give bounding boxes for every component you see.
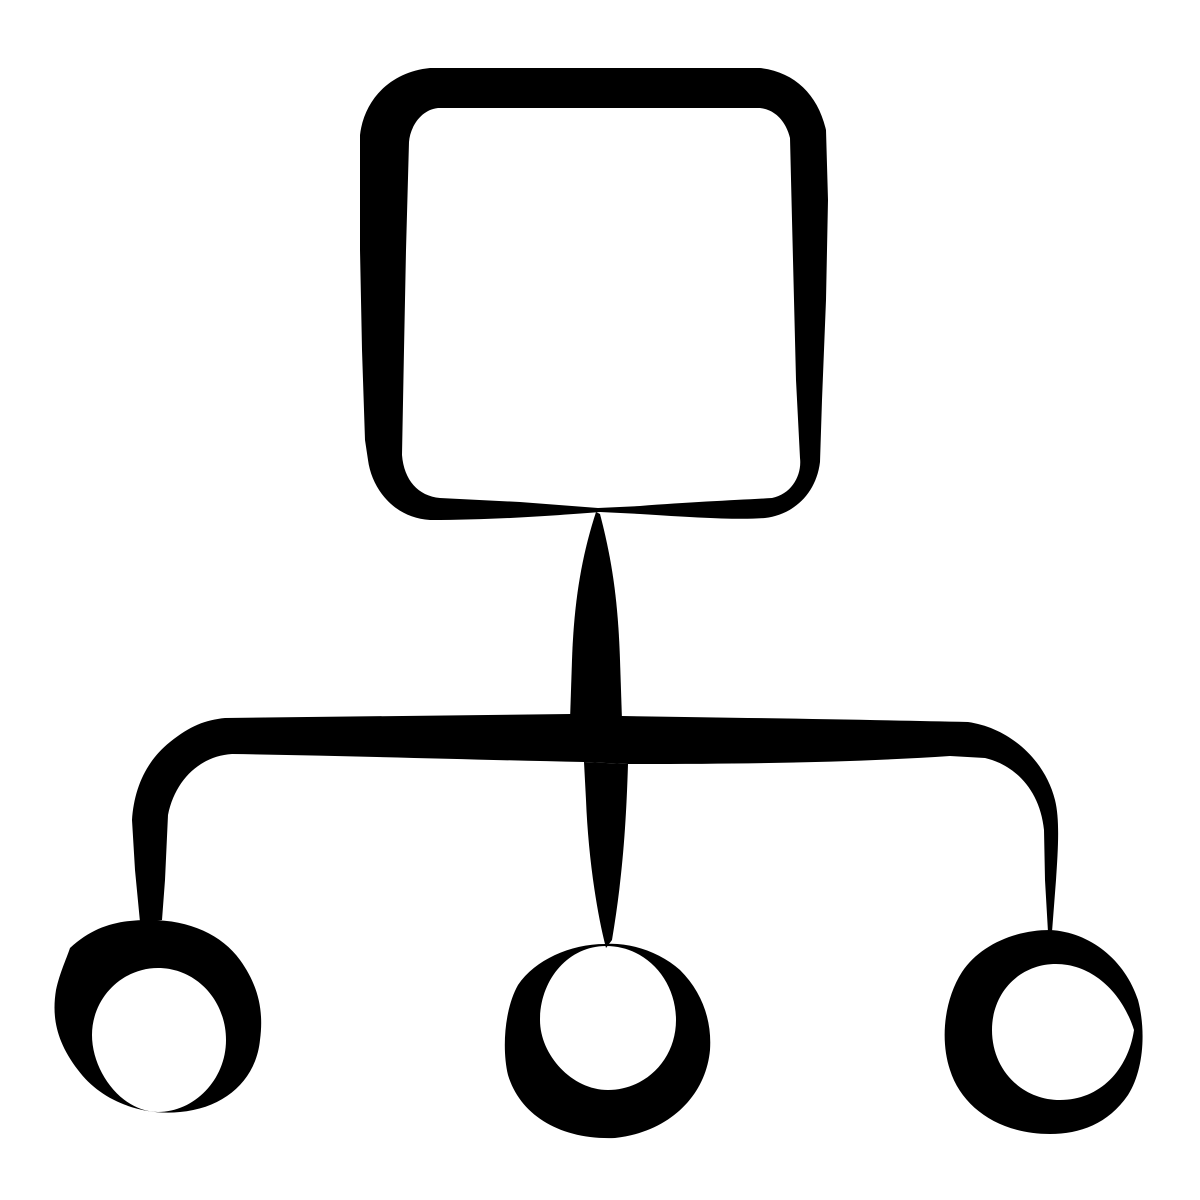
root-node-square <box>360 68 828 520</box>
middle-branch-connector <box>584 762 628 948</box>
child-node-left <box>54 920 262 1113</box>
child-node-middle <box>504 943 711 1139</box>
branch-bar <box>132 714 1059 932</box>
child-node-right <box>944 930 1143 1134</box>
trunk-connector <box>570 512 622 720</box>
